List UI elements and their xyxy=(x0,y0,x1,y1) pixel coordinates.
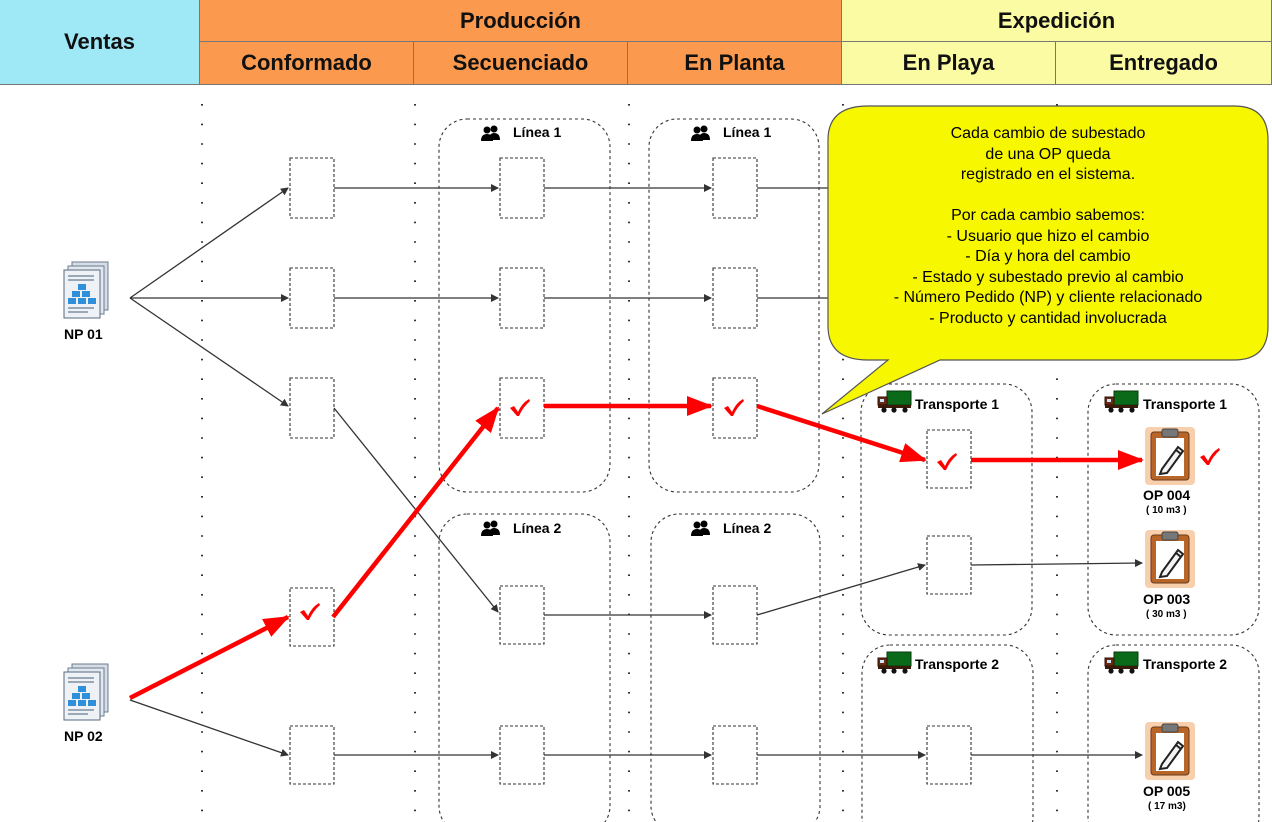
order-np02-label: NP 02 xyxy=(64,728,103,744)
op003-label: OP 003 xyxy=(1143,591,1191,607)
callout-line: - Producto y cantidad involucrada xyxy=(929,309,1167,327)
header-entregado: Entregado xyxy=(1056,42,1272,85)
header-ventas: Ventas xyxy=(0,0,200,85)
group-transporte1-entregado-label: Transporte 1 xyxy=(1143,396,1228,412)
status-box xyxy=(712,157,758,219)
linea1-secuenciado-group xyxy=(438,118,611,493)
truck-icon xyxy=(877,390,912,414)
status-box xyxy=(499,267,545,329)
transporte2-entregado-group xyxy=(1087,644,1260,822)
group-linea1-secuenciado-label: Línea 1 xyxy=(513,124,562,140)
group-transporte2-playa-label: Transporte 2 xyxy=(915,656,1000,672)
group-transporte1-playa-label: Transporte 1 xyxy=(915,396,1000,412)
callout-line xyxy=(828,186,1268,207)
group-linea2-secuenciado-label: Línea 2 xyxy=(513,520,562,536)
status-boxes xyxy=(289,157,972,785)
status-box xyxy=(289,377,335,439)
callout-line: de una OP queda xyxy=(985,145,1111,163)
status-box xyxy=(289,157,335,219)
highlighted-path xyxy=(128,396,1144,701)
callout-bubble xyxy=(821,105,1269,415)
status-box xyxy=(712,725,758,785)
status-box xyxy=(712,585,758,645)
users-icon xyxy=(691,125,710,141)
op005-label: OP 005 xyxy=(1143,783,1191,799)
transporte1-entregado-group xyxy=(1087,383,1260,636)
document-icon xyxy=(63,261,109,319)
op004-qty: ( 10 m3 ) xyxy=(1146,505,1187,516)
checkmark-icon xyxy=(1200,448,1220,465)
linea2-planta-group xyxy=(650,513,821,822)
truck-icon xyxy=(877,651,912,675)
status-box xyxy=(926,725,972,785)
op005-qty: ( 17 m3) xyxy=(1148,801,1186,812)
clipboard-pencil-icon xyxy=(1144,529,1196,589)
header-conformado: Conformado xyxy=(200,42,414,85)
callout-text: Cada cambio de subestado de una OP queda… xyxy=(828,124,1268,329)
document-icon xyxy=(63,663,109,721)
clipboard-pencil-icon xyxy=(1144,426,1196,486)
flow-arrows-partial xyxy=(757,187,835,299)
callout-line: - Día y hora del cambio xyxy=(965,248,1131,265)
group-containers xyxy=(438,118,1260,822)
users-icon xyxy=(481,125,500,141)
header-expedicion: Expedición xyxy=(842,0,1272,42)
header-en-planta: En Planta xyxy=(628,42,842,85)
op004-label: OP 004 xyxy=(1143,487,1191,503)
clipboard-pencil-icon xyxy=(1144,721,1196,781)
callout-line: - Estado y subestado previo al cambio xyxy=(912,268,1184,286)
status-box xyxy=(926,429,972,489)
status-box xyxy=(289,725,335,785)
status-box xyxy=(712,267,758,329)
status-box xyxy=(499,585,545,645)
truck-icon xyxy=(1104,390,1139,414)
callout-line: - Usuario que hizo el cambio xyxy=(946,227,1150,245)
op003-qty: ( 30 m3 ) xyxy=(1146,609,1187,620)
status-box xyxy=(499,157,545,219)
flow-arrows xyxy=(129,184,1143,759)
users-icon xyxy=(481,520,500,536)
order-np01-label: NP 01 xyxy=(64,326,103,342)
status-box xyxy=(289,267,335,329)
status-box xyxy=(926,535,972,595)
header-secuenciado: Secuenciado xyxy=(414,42,628,85)
group-linea1-planta-label: Línea 1 xyxy=(723,124,772,140)
truck-icon xyxy=(1104,651,1139,675)
callout-line: Por cada cambio sabemos: xyxy=(951,207,1145,224)
callout-line: registrado en el sistema. xyxy=(960,166,1136,183)
status-box xyxy=(499,725,545,785)
transporte1-playa-group xyxy=(860,383,1033,636)
status-box xyxy=(289,587,335,647)
header-en-playa: En Playa xyxy=(842,42,1056,85)
users-icon xyxy=(691,520,710,536)
header-produccion: Producción xyxy=(200,0,842,42)
callout-line: - Número Pedido (NP) y cliente relaciona… xyxy=(893,289,1203,306)
callout-line: Cada cambio de subestado xyxy=(950,125,1146,142)
linea1-planta-group xyxy=(648,118,820,493)
linea2-secuenciado-group xyxy=(438,513,611,822)
group-transporte2-entregado-label: Transporte 2 xyxy=(1143,656,1228,672)
group-linea2-planta-label: Línea 2 xyxy=(723,520,772,536)
transporte2-playa-group xyxy=(861,644,1034,822)
